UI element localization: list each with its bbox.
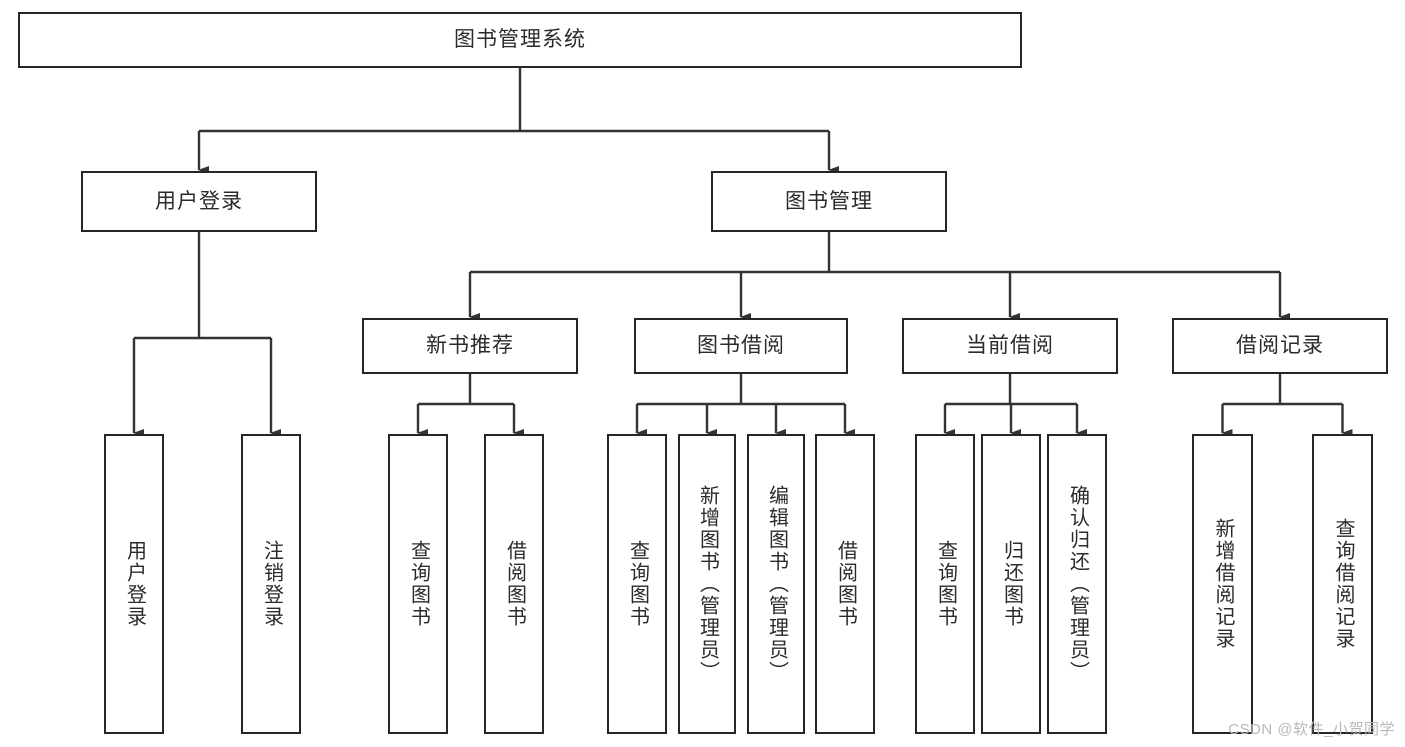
- leaf-query-book-3[interactable]: 查询图书: [915, 434, 975, 734]
- leaf-add-book[interactable]: 新增图书（管理员）: [678, 434, 736, 734]
- leaf-add-borrow-record-label: 新增借阅记录: [1212, 518, 1234, 650]
- leaf-user-login[interactable]: 用户登录: [104, 434, 164, 734]
- leaf-borrow-book-2[interactable]: 借阅图书: [815, 434, 875, 734]
- leaf-query-borrow-record-label: 查询借阅记录: [1332, 518, 1354, 650]
- leaf-query-book-1-label: 查询图书: [407, 540, 430, 628]
- node-borrow-record-label: 借阅记录: [1236, 334, 1324, 358]
- leaf-borrow-book-2-label: 借阅图书: [834, 540, 857, 628]
- leaf-add-borrow-record[interactable]: 新增借阅记录: [1192, 434, 1253, 734]
- leaf-logout-label: 注销登录: [260, 540, 283, 628]
- node-user-login-label: 用户登录: [155, 189, 243, 213]
- leaf-user-login-label: 用户登录: [123, 540, 146, 628]
- watermark: CSDN @软件_小贺同学: [1228, 721, 1395, 738]
- node-new-book-recommend[interactable]: 新书推荐: [362, 318, 578, 374]
- node-root[interactable]: 图书管理系统: [18, 12, 1022, 68]
- leaf-borrow-book-1[interactable]: 借阅图书: [484, 434, 544, 734]
- node-new-book-recommend-label: 新书推荐: [426, 334, 514, 358]
- leaf-return-book[interactable]: 归还图书: [981, 434, 1041, 734]
- leaf-return-book-label: 归还图书: [1000, 540, 1023, 628]
- node-book-manage-label: 图书管理: [785, 189, 873, 213]
- leaf-edit-book-label: 编辑图书（管理员）: [765, 485, 788, 683]
- leaf-query-book-3-label: 查询图书: [934, 540, 957, 628]
- leaf-confirm-return-label: 确认归还（管理员）: [1066, 485, 1089, 683]
- leaf-add-book-label: 新增图书（管理员）: [696, 485, 719, 683]
- node-current-borrow-label: 当前借阅: [966, 334, 1054, 358]
- leaf-query-book-2-label: 查询图书: [626, 540, 649, 628]
- node-user-login[interactable]: 用户登录: [81, 171, 317, 232]
- node-borrow-record[interactable]: 借阅记录: [1172, 318, 1388, 374]
- leaf-logout[interactable]: 注销登录: [241, 434, 301, 734]
- node-book-borrow[interactable]: 图书借阅: [634, 318, 848, 374]
- leaf-query-book-2[interactable]: 查询图书: [607, 434, 667, 734]
- leaf-confirm-return[interactable]: 确认归还（管理员）: [1047, 434, 1107, 734]
- node-root-label: 图书管理系统: [454, 28, 586, 52]
- node-book-borrow-label: 图书借阅: [697, 334, 785, 358]
- leaf-query-borrow-record[interactable]: 查询借阅记录: [1312, 434, 1373, 734]
- leaf-query-book-1[interactable]: 查询图书: [388, 434, 448, 734]
- node-current-borrow[interactable]: 当前借阅: [902, 318, 1118, 374]
- leaf-edit-book[interactable]: 编辑图书（管理员）: [747, 434, 805, 734]
- leaf-borrow-book-1-label: 借阅图书: [503, 540, 526, 628]
- node-book-manage[interactable]: 图书管理: [711, 171, 947, 232]
